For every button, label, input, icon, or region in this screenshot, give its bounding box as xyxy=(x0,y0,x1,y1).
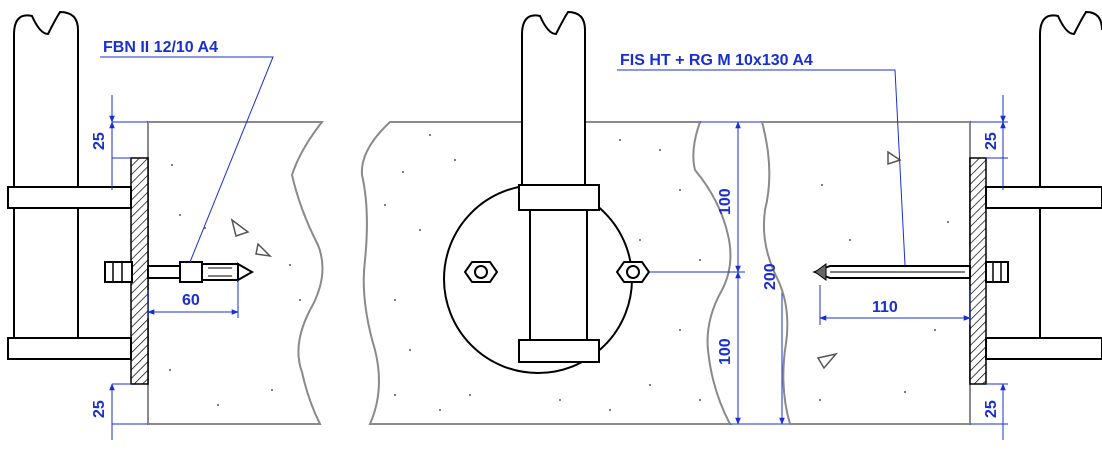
left-view xyxy=(7,10,325,425)
left-pipe xyxy=(13,10,79,187)
left-clamp-upper xyxy=(7,186,132,209)
right-concrete-symbol-1 xyxy=(887,150,902,166)
right-embed-dimension: 110 xyxy=(872,299,898,316)
right-anchor-label: FIS HT + RG M 10x130 A4 xyxy=(620,52,813,69)
left-top-dimension: 25 xyxy=(91,132,108,150)
right-view xyxy=(760,10,1102,425)
center-nut-left xyxy=(463,261,499,283)
left-concrete-symbol-2 xyxy=(255,242,273,258)
left-base-plate xyxy=(130,157,149,385)
right-clamp-lower xyxy=(985,337,1102,360)
right-anchor-rod xyxy=(812,261,1009,283)
center-pipe xyxy=(521,10,586,185)
center-lower-dimension: 100 xyxy=(717,338,734,365)
right-clamp-upper xyxy=(985,186,1102,209)
left-concrete-symbol-1 xyxy=(230,218,250,237)
left-anchor-bolt xyxy=(104,261,255,283)
right-dimensions xyxy=(617,69,1008,440)
center-clamp-lower xyxy=(518,339,600,363)
right-top-dimension: 25 xyxy=(983,132,1000,150)
center-upper-dimension: 100 xyxy=(717,188,734,215)
center-nut-right xyxy=(615,261,651,283)
right-base-plate xyxy=(969,157,987,385)
right-pipe xyxy=(1039,10,1102,187)
left-anchor-label: FBN II 12/10 A4 xyxy=(103,39,218,56)
right-bottom-dimension: 25 xyxy=(983,400,1000,418)
right-concrete-symbol-2 xyxy=(816,352,839,370)
left-bottom-dimension: 25 xyxy=(91,400,108,418)
center-clamp-upper xyxy=(518,184,600,211)
center-total-dimension: 200 xyxy=(762,263,779,290)
left-embed-dimension: 60 xyxy=(182,292,200,309)
left-dimensions xyxy=(100,56,274,440)
center-view xyxy=(360,10,732,425)
left-clamp-lower xyxy=(7,337,132,360)
